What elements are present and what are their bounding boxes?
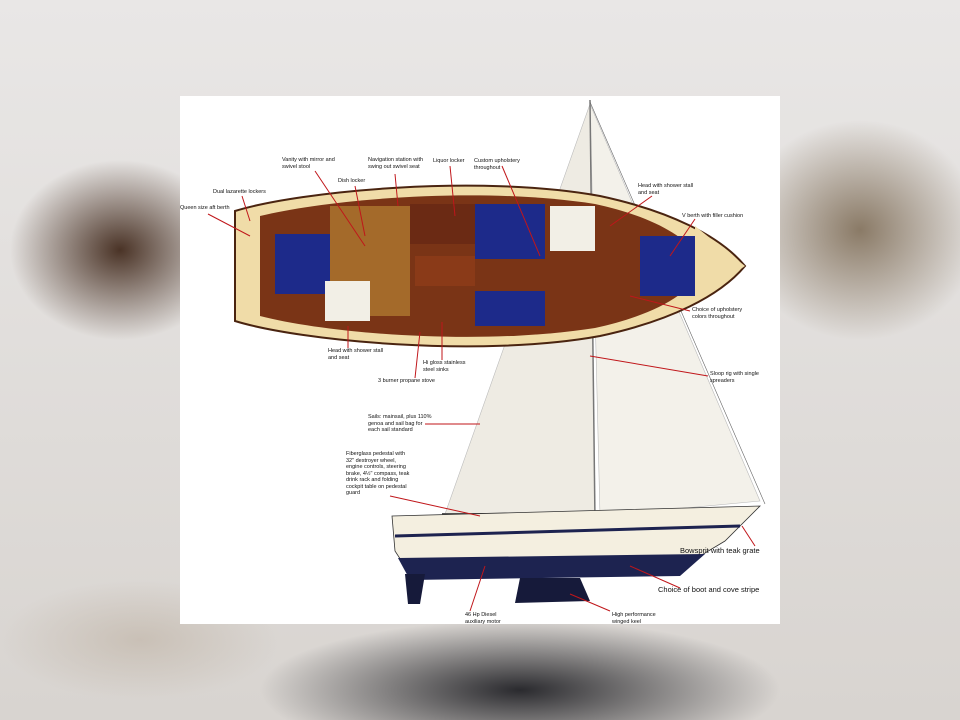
label-diesel: 46 Hp Diesel auxiliary motor [465, 612, 501, 624]
label-pedestal: Fiberglass pedestal with 32" destroyer w… [346, 451, 410, 496]
label-sinks: Hi gloss stainless steel sinks [423, 360, 466, 373]
hull-bottom [398, 554, 705, 580]
label-upholstery: Custom upholstery throughout [474, 158, 520, 171]
label-bowsprit: Bowsprit with teak grate [680, 546, 760, 555]
label-nav-station: Navigation station with swing out swivel… [368, 157, 424, 170]
leader-lines [207, 165, 756, 612]
label-lazarette: Dual lazarette lockers [213, 189, 266, 195]
label-dish-locker: Dish locker [338, 178, 366, 184]
label-vberth: V berth with filler cushion [682, 213, 744, 219]
label-head-aft: Head with shower stall and seat [328, 348, 384, 361]
label-head-fwd: Head with shower stall and seat [638, 183, 694, 196]
label-keel: High performance winged keel [612, 612, 656, 624]
label-queen-berth: Queen size aft berth [180, 205, 230, 211]
boot-stripe [394, 524, 741, 538]
label-sails: Sails: mainsail, plus 110% genoa and sai… [368, 414, 432, 433]
label-stripe: Choice of boot and cove stripe [658, 585, 760, 594]
label-liquor-locker: Liquor locker [433, 158, 465, 164]
boat-illustration [207, 99, 766, 612]
label-sloop-rig: Sloop rig with single spreaders [710, 371, 759, 384]
rudder [405, 574, 425, 604]
label-choice-upholstery: Choice of upholstery colors throughout [692, 307, 743, 320]
label-stove: 3 burner propane stove [378, 378, 435, 384]
boat-diagram: Queen size aft berth Dual lazarette lock… [180, 96, 780, 624]
keel [515, 578, 590, 603]
label-vanity: Vanity with mirror and swivel stool [282, 157, 335, 170]
